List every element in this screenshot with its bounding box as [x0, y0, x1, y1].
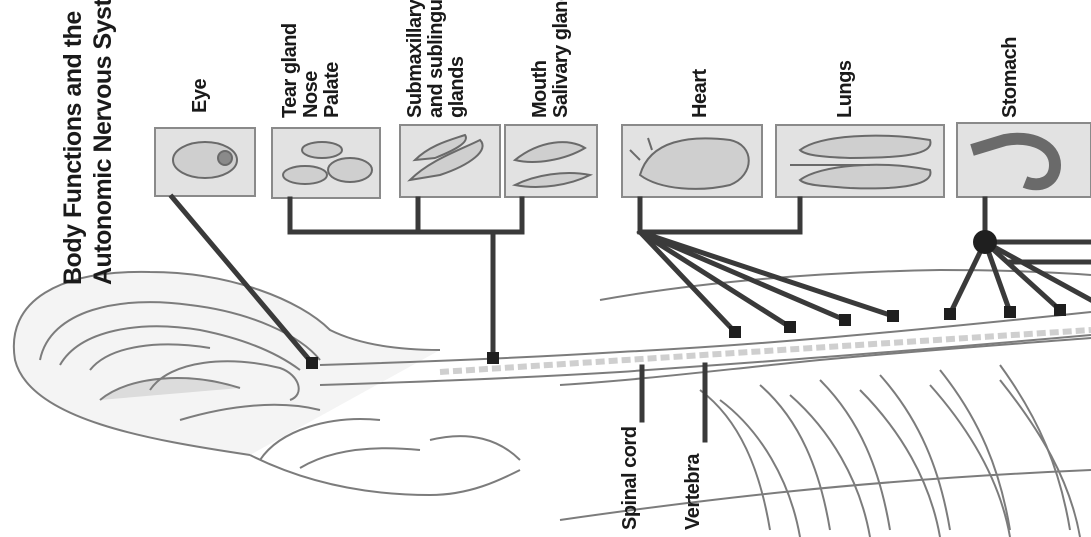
- label-lungs: Lungs: [835, 61, 856, 119]
- label-mouth-group: Mouth Salivary gland: [530, 0, 572, 118]
- label-submaxillary: Submaxillary: [405, 0, 426, 118]
- label-tear-gland: Tear gland: [280, 23, 301, 118]
- diagram-title: Body Functions and the Autonomic Nervous…: [58, 0, 118, 285]
- celiac-ganglion: [973, 230, 997, 254]
- heart-lungs-bracket: [640, 199, 800, 232]
- nose-sketch: [283, 166, 327, 184]
- label-eye: Eye: [190, 79, 211, 113]
- label-glands: glands: [447, 0, 468, 118]
- title-line-2: Autonomic Nervous System: [88, 0, 118, 285]
- label-palate: Palate: [322, 23, 343, 118]
- label-vertebra: Vertebra: [683, 454, 704, 530]
- label-and-sublingual: and sublingual: [426, 0, 447, 118]
- label-heart: Heart: [690, 69, 711, 118]
- head-illustration: [14, 272, 520, 495]
- label-stomach: Stomach: [1000, 37, 1021, 118]
- label-spinal-cord: Spinal cord: [620, 427, 641, 530]
- label-mouth: Mouth: [530, 0, 551, 118]
- label-salivary-gland: Salivary gland: [551, 0, 572, 118]
- title-line-1: Body Functions and the: [58, 0, 88, 285]
- head-glands-bracket: [290, 199, 522, 232]
- organ-panels: [155, 123, 1091, 198]
- label-submaxillary-group: Submaxillary and sublingual glands: [405, 0, 468, 118]
- label-nose: Nose: [301, 23, 322, 118]
- label-nose-group: Tear gland Nose Palate: [280, 23, 343, 118]
